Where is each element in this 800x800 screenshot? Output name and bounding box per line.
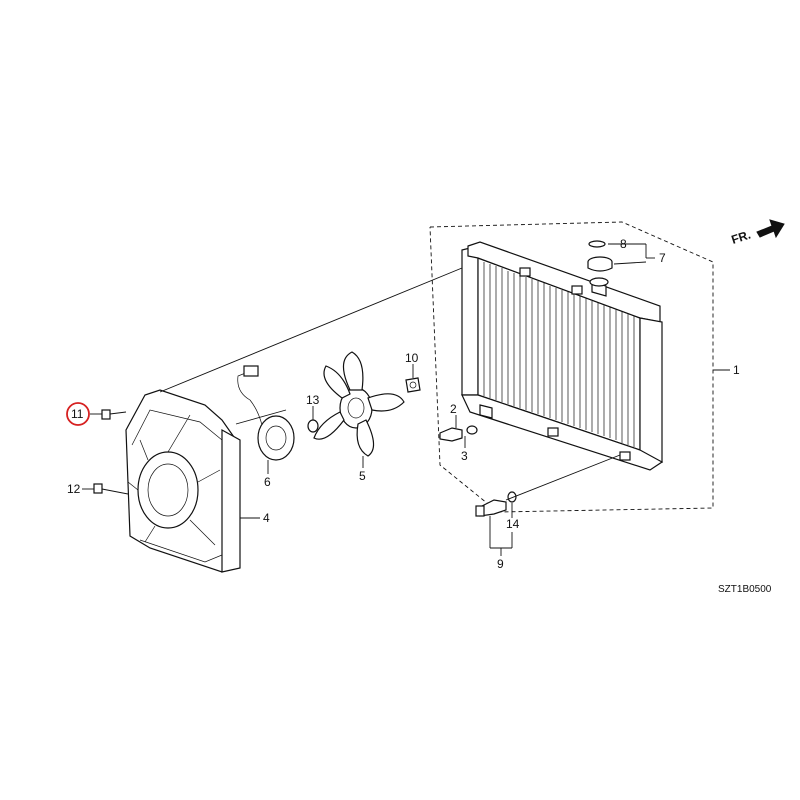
callout-5: 5 (359, 469, 366, 483)
callout-3: 3 (461, 449, 468, 463)
highlight-ring (66, 402, 90, 426)
callout-2: 2 (450, 402, 457, 416)
callout-4: 4 (263, 511, 270, 525)
callout-6: 6 (264, 475, 271, 489)
fan-motor (237, 365, 295, 461)
callout-1: 1 (733, 363, 740, 377)
radiator-cap (587, 256, 613, 272)
callout-12: 12 (67, 482, 81, 496)
shroud-bolt-upper (101, 409, 127, 420)
callout-labels: 1 2 3 4 5 6 7 8 9 10 11 12 13 14 (66, 237, 740, 571)
callout-11: 11 (71, 407, 84, 421)
callout-10: 10 (405, 351, 419, 365)
callout-13: 13 (306, 393, 320, 407)
radiator-assembly-boundary (429, 221, 714, 513)
sensor-o-ring (507, 491, 517, 503)
cooling-fan (313, 351, 405, 457)
radiator (461, 241, 664, 471)
front-direction-label: FR. (730, 228, 753, 247)
fan-shroud (125, 389, 241, 573)
drain-bolt (439, 427, 463, 442)
callout-14: 14 (506, 517, 520, 531)
cap-gasket (588, 240, 606, 248)
callout-8: 8 (620, 237, 627, 251)
fan-nut-13 (307, 419, 319, 433)
coolant-sensor (475, 499, 507, 517)
front-direction-indicator: FR. (730, 219, 785, 247)
callout-7: 7 (659, 251, 666, 265)
callout-9: 9 (497, 557, 504, 571)
front-arrow-icon (756, 219, 785, 239)
diagram-code: SZT1B0500 (718, 584, 772, 595)
drain-washer (466, 425, 478, 435)
leader-lines (82, 243, 730, 556)
fan-nut-10 (405, 377, 421, 393)
shroud-bolt-lower (93, 483, 129, 495)
